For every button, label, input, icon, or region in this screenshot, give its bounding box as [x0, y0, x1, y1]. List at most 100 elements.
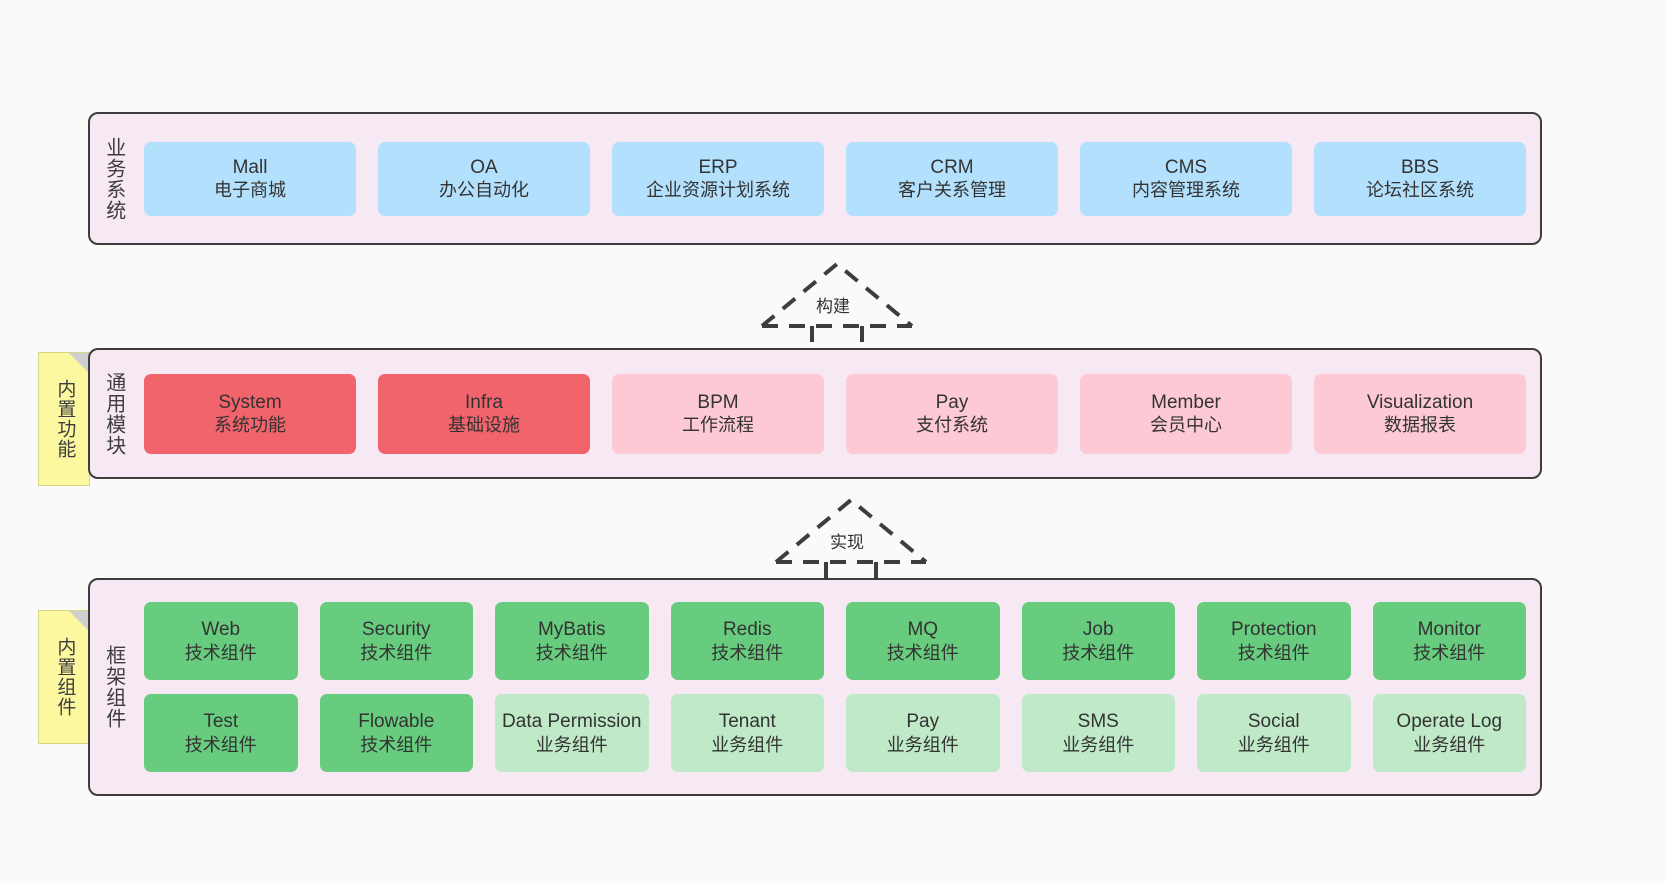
layer-common-modules: 通用模块 System 系统功能 Infra 基础设施 BPM 工作流程 Pay…: [88, 348, 1542, 479]
connector-build-label: 构建: [814, 292, 852, 317]
business-system-row: Mall 电子商城 OA 办公自动化 ERP 企业资源计划系统 CRM 客户关系…: [144, 141, 1526, 216]
node-bbs-title: BBS: [1400, 156, 1440, 178]
node-data-permission-title: Data Permission: [502, 711, 642, 733]
node-pay-component-title: Pay: [906, 711, 940, 733]
layer-business-system-body: Mall 电子商城 OA 办公自动化 ERP 企业资源计划系统 CRM 客户关系…: [136, 114, 1540, 243]
node-protection[interactable]: Protection 技术组件: [1197, 602, 1351, 680]
node-visualization[interactable]: Visualization 数据报表: [1314, 373, 1526, 454]
layer-framework-components: 框架组件 Web 技术组件 Security 技术组件 MyBatis 技术组件…: [88, 578, 1542, 796]
node-erp-title: ERP: [698, 156, 738, 178]
layer-framework-components-body: Web 技术组件 Security 技术组件 MyBatis 技术组件 Redi…: [136, 580, 1540, 794]
node-pay-component[interactable]: Pay 业务组件: [846, 694, 1000, 772]
node-crm-sub: 客户关系管理: [898, 180, 1006, 201]
node-monitor-title: Monitor: [1417, 619, 1481, 641]
node-data-permission[interactable]: Data Permission 业务组件: [495, 694, 649, 772]
node-system-sub: 系统功能: [214, 415, 286, 436]
node-mq-title: MQ: [907, 619, 939, 641]
node-bpm-sub: 工作流程: [682, 415, 754, 436]
node-monitor[interactable]: Monitor 技术组件: [1372, 602, 1526, 680]
layer-framework-components-caption: 框架组件: [102, 645, 125, 729]
node-pay-component-sub: 业务组件: [886, 734, 959, 755]
node-cms-title: CMS: [1164, 156, 1208, 178]
node-oa[interactable]: OA 办公自动化: [378, 141, 590, 216]
node-redis[interactable]: Redis 技术组件: [670, 602, 824, 680]
node-security[interactable]: Security 技术组件: [319, 602, 473, 680]
node-web[interactable]: Web 技术组件: [144, 602, 298, 680]
node-social-sub: 业务组件: [1237, 734, 1310, 755]
node-bbs-sub: 论坛社区系统: [1366, 180, 1474, 201]
node-tenant[interactable]: Tenant 业务组件: [670, 694, 824, 772]
node-job[interactable]: Job 技术组件: [1021, 602, 1175, 680]
node-erp[interactable]: ERP 企业资源计划系统: [612, 141, 824, 216]
node-system[interactable]: System 系统功能: [144, 373, 356, 454]
node-sms-title: SMS: [1077, 711, 1119, 733]
layer-business-system: 业务系统 Mall 电子商城 OA 办公自动化 ERP 企业资源计划系统 CRM…: [88, 112, 1542, 245]
node-oa-title: OA: [470, 156, 498, 178]
generalization-arrow-icon: [760, 261, 914, 348]
framework-tech-row: Web 技术组件 Security 技术组件 MyBatis 技术组件 Redi…: [144, 602, 1526, 680]
node-test[interactable]: Test 技术组件: [144, 694, 298, 772]
node-social-title: Social: [1247, 711, 1300, 733]
node-operate-log-title: Operate Log: [1396, 711, 1503, 733]
node-test-title: Test: [203, 711, 239, 733]
node-visualization-title: Visualization: [1366, 391, 1474, 413]
node-mybatis[interactable]: MyBatis 技术组件: [495, 602, 649, 680]
node-monitor-sub: 技术组件: [1413, 642, 1486, 663]
node-cms-sub: 内容管理系统: [1132, 180, 1240, 201]
node-pay-module-title: Pay: [935, 391, 969, 413]
node-member-sub: 会员中心: [1150, 415, 1222, 436]
node-redis-title: Redis: [722, 619, 772, 641]
layer-common-modules-body: System 系统功能 Infra 基础设施 BPM 工作流程 Pay 支付系统…: [136, 350, 1540, 477]
framework-business-row: Test 技术组件 Flowable 技术组件 Data Permission …: [144, 694, 1526, 772]
node-mall[interactable]: Mall 电子商城: [144, 141, 356, 216]
node-security-title: Security: [361, 619, 431, 641]
node-bpm[interactable]: BPM 工作流程: [612, 373, 824, 454]
node-flowable[interactable]: Flowable 技术组件: [319, 694, 473, 772]
node-test-sub: 技术组件: [184, 734, 257, 755]
node-protection-sub: 技术组件: [1237, 642, 1310, 663]
connector-implement-arrow: 实现: [766, 492, 936, 584]
node-operate-log[interactable]: Operate Log 业务组件: [1372, 694, 1526, 772]
node-web-title: Web: [201, 619, 241, 641]
node-web-sub: 技术组件: [184, 642, 257, 663]
node-mall-sub: 电子商城: [214, 180, 286, 201]
sticky-note-builtin-function: 内置功能: [38, 352, 90, 486]
node-crm[interactable]: CRM 客户关系管理: [846, 141, 1058, 216]
common-modules-row: System 系统功能 Infra 基础设施 BPM 工作流程 Pay 支付系统…: [144, 373, 1526, 454]
node-pay-module[interactable]: Pay 支付系统: [846, 373, 1058, 454]
layer-business-system-caption: 业务系统: [102, 136, 125, 221]
node-protection-title: Protection: [1230, 619, 1317, 641]
node-bbs[interactable]: BBS 论坛社区系统: [1314, 141, 1526, 216]
node-job-sub: 技术组件: [1062, 642, 1135, 663]
node-data-permission-sub: 业务组件: [535, 734, 608, 755]
node-tenant-title: Tenant: [718, 711, 776, 733]
node-mq-sub: 技术组件: [886, 642, 959, 663]
node-pay-module-sub: 支付系统: [916, 415, 988, 436]
node-flowable-sub: 技术组件: [360, 734, 433, 755]
node-mq[interactable]: MQ 技术组件: [846, 602, 1000, 680]
node-system-title: System: [218, 391, 282, 413]
node-flowable-title: Flowable: [358, 711, 435, 733]
node-security-sub: 技术组件: [360, 642, 433, 663]
node-member[interactable]: Member 会员中心: [1080, 373, 1292, 454]
node-bpm-title: BPM: [697, 391, 739, 413]
node-redis-sub: 技术组件: [711, 642, 784, 663]
layer-common-modules-caption: 通用模块: [102, 371, 125, 456]
node-visualization-sub: 数据报表: [1384, 415, 1456, 436]
generalization-arrow-icon: [774, 497, 928, 584]
node-erp-sub: 企业资源计划系统: [646, 180, 790, 201]
node-oa-sub: 办公自动化: [439, 180, 529, 201]
node-sms-sub: 业务组件: [1062, 734, 1135, 755]
node-cms[interactable]: CMS 内容管理系统: [1080, 141, 1292, 216]
node-social[interactable]: Social 业务组件: [1197, 694, 1351, 772]
node-mybatis-sub: 技术组件: [535, 642, 608, 663]
node-mybatis-title: MyBatis: [537, 619, 606, 641]
node-job-title: Job: [1082, 619, 1114, 641]
sticky-note-builtin-component: 内置组件: [38, 610, 90, 744]
node-infra-sub: 基础设施: [448, 415, 520, 436]
node-sms[interactable]: SMS 业务组件: [1021, 694, 1175, 772]
node-crm-title: CRM: [930, 156, 974, 178]
node-tenant-sub: 业务组件: [711, 734, 784, 755]
node-infra[interactable]: Infra 基础设施: [378, 373, 590, 454]
connector-implement-label: 实现: [828, 528, 866, 553]
